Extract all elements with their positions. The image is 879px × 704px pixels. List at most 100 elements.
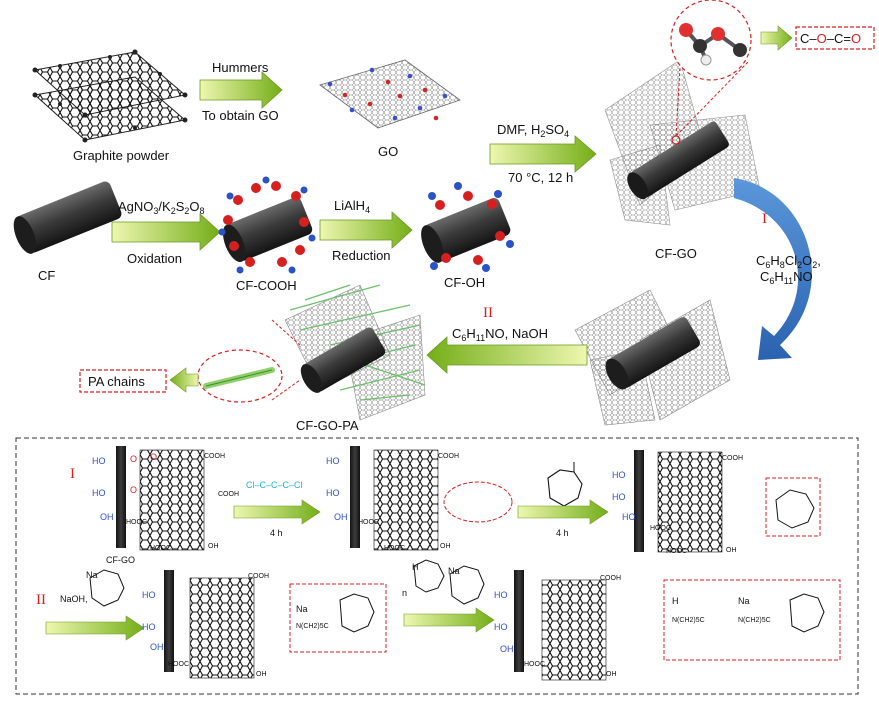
cf-go-pa-label: CF-GO-PA	[296, 418, 359, 433]
reduction-arrow	[319, 211, 413, 249]
row2-roman: II	[36, 592, 46, 608]
dmf-label: DMF, H2SO4	[497, 122, 569, 139]
step-ii-roman: II	[483, 305, 493, 321]
na-plus-mid: Na	[448, 566, 460, 576]
svg-text:HOOC: HOOC	[358, 519, 379, 526]
svg-text:HO: HO	[612, 492, 626, 502]
row1-arrow-2	[517, 499, 609, 525]
row2-ring-2	[789, 593, 825, 633]
svg-text:HOOC: HOOC	[650, 525, 671, 532]
row2-arrow-2	[403, 607, 495, 633]
svg-text:HOOC: HOOC	[126, 519, 147, 526]
row1-caprolactam-ring	[775, 489, 815, 529]
step-ii-arrow	[426, 336, 588, 374]
svg-text:HO: HO	[142, 622, 156, 632]
row2-box-1	[289, 583, 387, 653]
svg-text:HO: HO	[494, 622, 508, 632]
mechanism-panel	[15, 437, 859, 695]
svg-text:HO: HO	[326, 456, 340, 466]
svg-text:COOH: COOH	[204, 453, 225, 460]
svg-text:HO: HO	[494, 590, 508, 600]
ester-molecule-illustration	[679, 23, 747, 66]
svg-text:OH: OH	[256, 671, 267, 678]
row1-roman: I	[70, 466, 75, 482]
svg-text:HOOC: HOOC	[168, 661, 189, 668]
go-label: GO	[378, 144, 398, 159]
hummers-arrow	[199, 71, 283, 109]
pa-chains-arrow	[169, 367, 199, 393]
svg-text:OH: OH	[100, 512, 114, 522]
ester-arrow	[760, 25, 793, 51]
na-plus-right: Na	[738, 596, 750, 606]
cf-fiber-illustration	[13, 181, 122, 254]
svg-text:O: O	[150, 452, 157, 462]
nh-label: H	[412, 562, 419, 572]
svg-text:O: O	[130, 485, 137, 495]
temp-label: 70 °C, 12 h	[508, 170, 573, 185]
ester-box	[795, 26, 875, 50]
go-sheet-illustration	[319, 59, 461, 129]
svg-text:COOH: COOH	[438, 453, 459, 460]
pa-chain-core	[205, 369, 273, 387]
naoh-label: NaOH,	[60, 594, 88, 604]
graphite-powder-label: Graphite powder	[73, 148, 170, 163]
na-plus-box: Na	[296, 604, 308, 614]
caprolactam-icon	[547, 462, 583, 507]
row2-arrow-1	[45, 615, 145, 641]
cf-go-label: CF-GO	[655, 246, 697, 261]
svg-text:HOOC: HOOC	[524, 661, 545, 668]
svg-text:HO: HO	[92, 488, 106, 498]
svg-text:HO: HO	[326, 488, 340, 498]
cf-label: CF	[38, 268, 55, 283]
svg-text:HO: HO	[142, 590, 156, 600]
svg-text:COOH: COOH	[600, 575, 621, 582]
cf-go-structure-a: HO HO OH O O O COOH COOH HOOC HOOC OH	[92, 446, 239, 552]
row1-highlight-ellipse	[443, 481, 513, 523]
step-i-roman: I	[762, 211, 767, 227]
svg-text:HO: HO	[92, 456, 106, 466]
pa-chains-label: PA chains	[88, 374, 145, 389]
svg-text:OH: OH	[334, 512, 348, 522]
svg-text:O: O	[130, 454, 137, 464]
row1-arrow-1	[233, 499, 321, 525]
cf-go-illustration	[604, 59, 761, 226]
reagent-2: C6H11NO, NaOH	[452, 326, 548, 343]
row2-ring-1	[339, 593, 375, 633]
row1-time-2: 4 h	[556, 528, 569, 538]
na-plus-left: Na	[86, 570, 98, 580]
oxidation-label: Oxidation	[127, 251, 182, 266]
obtain-go-label: To obtain GO	[202, 108, 279, 123]
svg-text:OH: OH	[150, 642, 164, 652]
dmf-arrow	[489, 135, 597, 173]
nh-label-2: H	[672, 596, 679, 606]
row2-box-2	[663, 579, 841, 661]
svg-text:OH: OH	[606, 671, 617, 678]
acyl-chloride-label: Cl–C–C–C–Cl	[246, 480, 303, 490]
svg-text:COOH: COOH	[218, 491, 239, 498]
pa-chains-box	[79, 369, 167, 393]
nch2-label-2: N(CH2)5C	[672, 617, 705, 624]
reagent-1b: C6H11NO	[760, 269, 813, 286]
svg-text:HOOC: HOOC	[666, 548, 687, 555]
svg-text:OH: OH	[208, 543, 219, 550]
oxidant-label: AgNO3/K2S2O8	[118, 199, 205, 216]
svg-text:HOOC: HOOC	[384, 545, 405, 552]
svg-text:HOOC: HOOC	[150, 545, 171, 552]
cf-cooh-label: CF-COOH	[236, 278, 297, 293]
svg-text:OH: OH	[726, 547, 737, 554]
svg-text:HO: HO	[612, 470, 626, 480]
n-label: n	[402, 588, 407, 598]
ester-formula: C–O–C=O	[800, 31, 861, 46]
cf-go-intermediate-illustration	[574, 289, 731, 426]
reduction-label: Reduction	[332, 248, 391, 263]
cf-go-small-label: CF-GO	[106, 555, 135, 565]
nch2-label-1: N(CH2)5C	[296, 623, 329, 630]
curved-step-arrow	[734, 178, 812, 360]
row1-time-1: 4 h	[270, 528, 283, 538]
svg-text:HO: HO	[622, 512, 636, 522]
cf-oh-label: CF-OH	[444, 275, 485, 290]
